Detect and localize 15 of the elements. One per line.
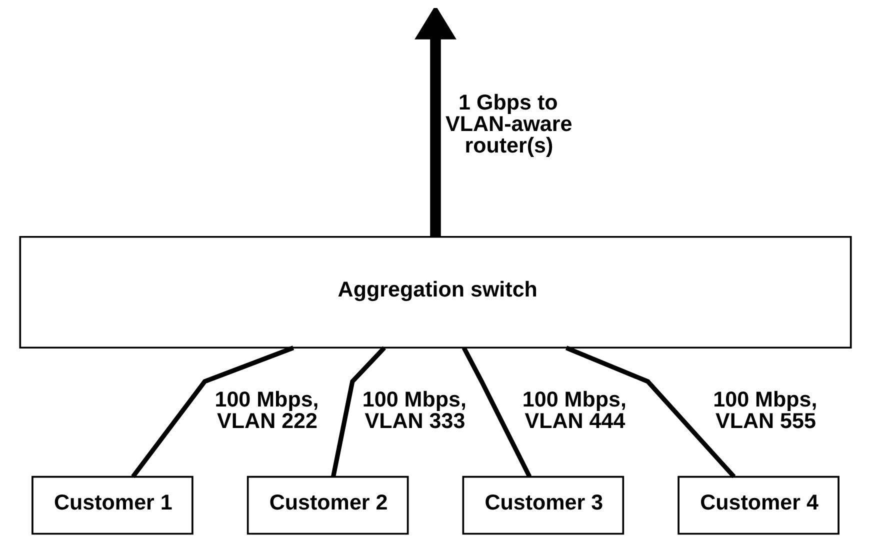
edge-label: 100 Mbps, VLAN 444: [522, 387, 626, 433]
edge-label: 100 Mbps, VLAN 555: [713, 387, 818, 433]
edge-label: 1 Gbps to VLAN-aware router(s): [446, 90, 572, 158]
connector: [131, 346, 294, 478]
arrow: [414, 8, 456, 236]
node-box: Aggregation switch: [19, 236, 852, 349]
edge-label: 100 Mbps, VLAN 222: [214, 387, 319, 433]
connector: [462, 346, 532, 478]
node-box: Customer 3: [462, 476, 624, 535]
connector: [565, 346, 736, 478]
edge-label: 100 Mbps, VLAN 333: [362, 387, 466, 433]
node-box: Customer 2: [246, 476, 409, 535]
node-box: Customer 1: [32, 476, 194, 535]
node-box: Customer 4: [678, 476, 840, 535]
connector: [331, 346, 386, 478]
